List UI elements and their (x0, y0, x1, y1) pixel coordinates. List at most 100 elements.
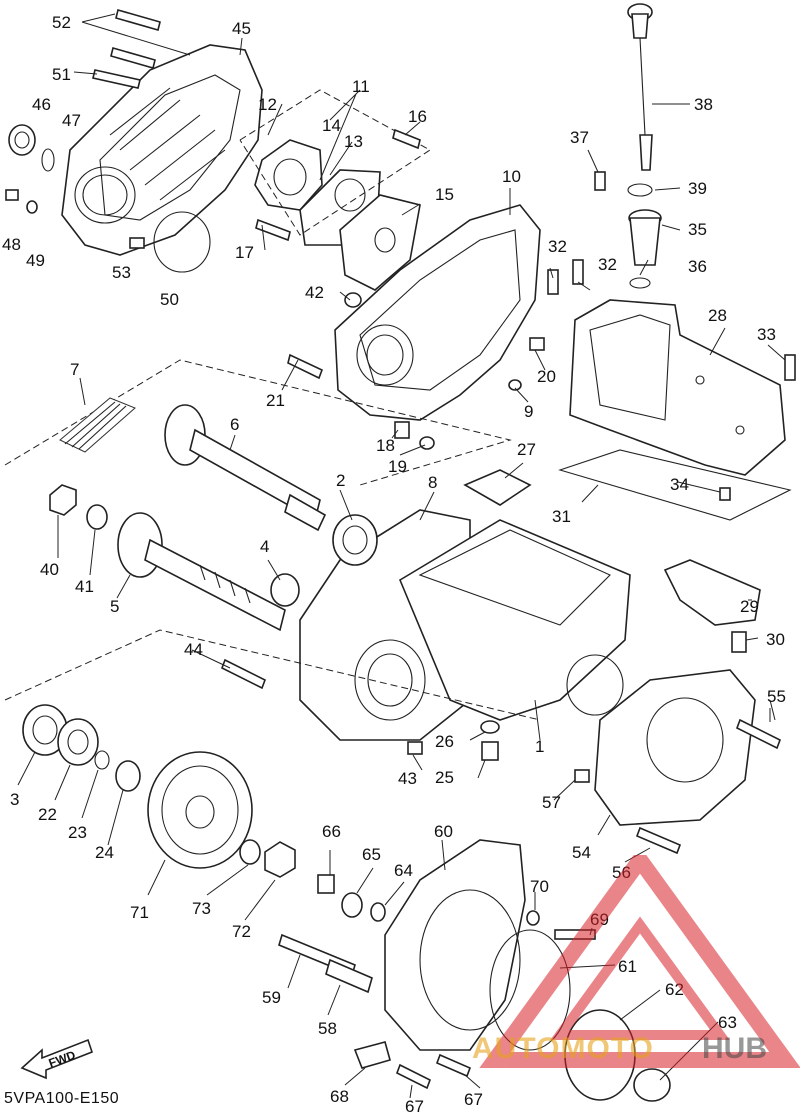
gear-shaft-5 (117, 512, 286, 632)
callout-9: 9 (524, 402, 533, 421)
bolt-16 (392, 128, 421, 150)
circlip-23 (94, 750, 110, 770)
callout-49: 49 (26, 251, 45, 270)
washer-73 (239, 839, 261, 865)
oring-47 (41, 148, 55, 172)
callout-35: 35 (688, 220, 707, 239)
fwd-label: FWD (47, 1048, 78, 1071)
callout-73: 73 (192, 899, 211, 918)
case-cover-10 (334, 204, 541, 421)
bolts-32 (547, 259, 584, 295)
dowel-43 (407, 741, 423, 755)
callout-67a: 67 (464, 1090, 483, 1109)
callout-57: 57 (542, 793, 561, 812)
callout-41: 41 (75, 577, 94, 596)
oring-36 (629, 277, 651, 289)
callout-20: 20 (537, 367, 556, 386)
dowel-57 (574, 769, 590, 783)
leader-lines (17, 13, 786, 1099)
callout-52: 52 (52, 13, 71, 32)
bolt-48-washer-49 (5, 189, 38, 214)
callout-60: 60 (434, 822, 453, 841)
callout-14: 14 (322, 116, 341, 135)
callout-22: 22 (38, 805, 57, 824)
callout-8: 8 (428, 473, 437, 492)
diagram-code: 5VPA100-E150 (4, 1090, 120, 1107)
bolt-33 (784, 354, 796, 381)
pump-outline (239, 89, 431, 236)
callout-4: 4 (260, 537, 269, 556)
collar-24 (115, 760, 141, 792)
bolt-37 (594, 171, 606, 191)
bolts-51-52 (92, 9, 161, 89)
callout-13: 13 (344, 132, 363, 151)
callout-63: 63 (718, 1013, 737, 1032)
callout-33: 33 (757, 325, 776, 344)
dowel-34 (719, 487, 731, 501)
bearing-22 (57, 718, 99, 766)
callout-30: 30 (766, 630, 785, 649)
callout-6: 6 (230, 415, 239, 434)
callout-15: 15 (435, 185, 454, 204)
cap-4 (270, 573, 300, 607)
crankcase-cover-45 (61, 44, 263, 256)
dipstick-38 (627, 3, 653, 171)
callout-59: 59 (262, 988, 281, 1007)
gasket-61 (489, 929, 571, 1051)
callout-61: 61 (618, 957, 637, 976)
callout-11: 11 (352, 77, 370, 96)
callout-66: 66 (322, 822, 341, 841)
callout-54: 54 (572, 843, 591, 862)
sleeve-58 (325, 958, 373, 994)
nut-40-washer-41 (49, 484, 108, 530)
callout-32a: 32 (548, 237, 567, 256)
callout-51: 51 (52, 65, 71, 84)
callout-1: 1 (535, 737, 544, 756)
nut-72 (264, 841, 296, 878)
callout-70: 70 (530, 877, 549, 896)
callout-17: 17 (235, 243, 254, 262)
bolt-67a (395, 1063, 432, 1090)
bearing-2 (332, 514, 378, 566)
seal-65-plug-64-bolt-66 (317, 874, 386, 922)
callout-16: 16 (408, 107, 427, 126)
callout-47: 47 (62, 111, 81, 130)
drive-shaft-6 (164, 404, 327, 532)
clip-68 (353, 1041, 391, 1069)
bolt-21 (287, 353, 324, 380)
callout-25: 25 (435, 768, 454, 787)
case-cover-28 (569, 299, 786, 476)
callout-72: 72 (232, 922, 251, 941)
callout-39: 39 (688, 179, 707, 198)
callout-44: 44 (184, 640, 203, 659)
callout-28: 28 (708, 306, 727, 325)
callout-labels: 52 45 51 11 46 47 12 14 13 16 38 37 10 3… (2, 13, 786, 1115)
callout-27: 27 (517, 440, 536, 459)
bolt-17 (255, 218, 291, 242)
filler-neck-35 (628, 209, 662, 266)
callout-48: 48 (2, 235, 21, 254)
bolt-44 (220, 658, 267, 690)
fwd-arrow-icon: FWD (20, 1038, 93, 1080)
callout-5: 5 (110, 597, 119, 616)
callout-55: 55 (767, 687, 786, 706)
frame-line-middle (4, 629, 541, 721)
callout-43: 43 (398, 769, 417, 788)
callout-46: 46 (32, 95, 51, 114)
callout-42: 42 (305, 283, 324, 302)
crankcase-1 (398, 519, 631, 721)
bolt-56 (635, 826, 682, 855)
pump-housing-12 (254, 139, 323, 211)
washer-9 (508, 379, 522, 391)
pump-cover-15 (339, 194, 421, 291)
callout-53: 53 (112, 263, 131, 282)
oring-39 (627, 183, 653, 197)
callout-18: 18 (376, 436, 395, 455)
callout-24: 24 (95, 843, 114, 862)
watermark-brand-left: AUTOMOTO (472, 1032, 654, 1065)
callout-3: 3 (10, 790, 19, 809)
callout-64: 64 (394, 861, 413, 880)
callout-40: 40 (40, 560, 59, 579)
gasket-27 (463, 469, 532, 506)
